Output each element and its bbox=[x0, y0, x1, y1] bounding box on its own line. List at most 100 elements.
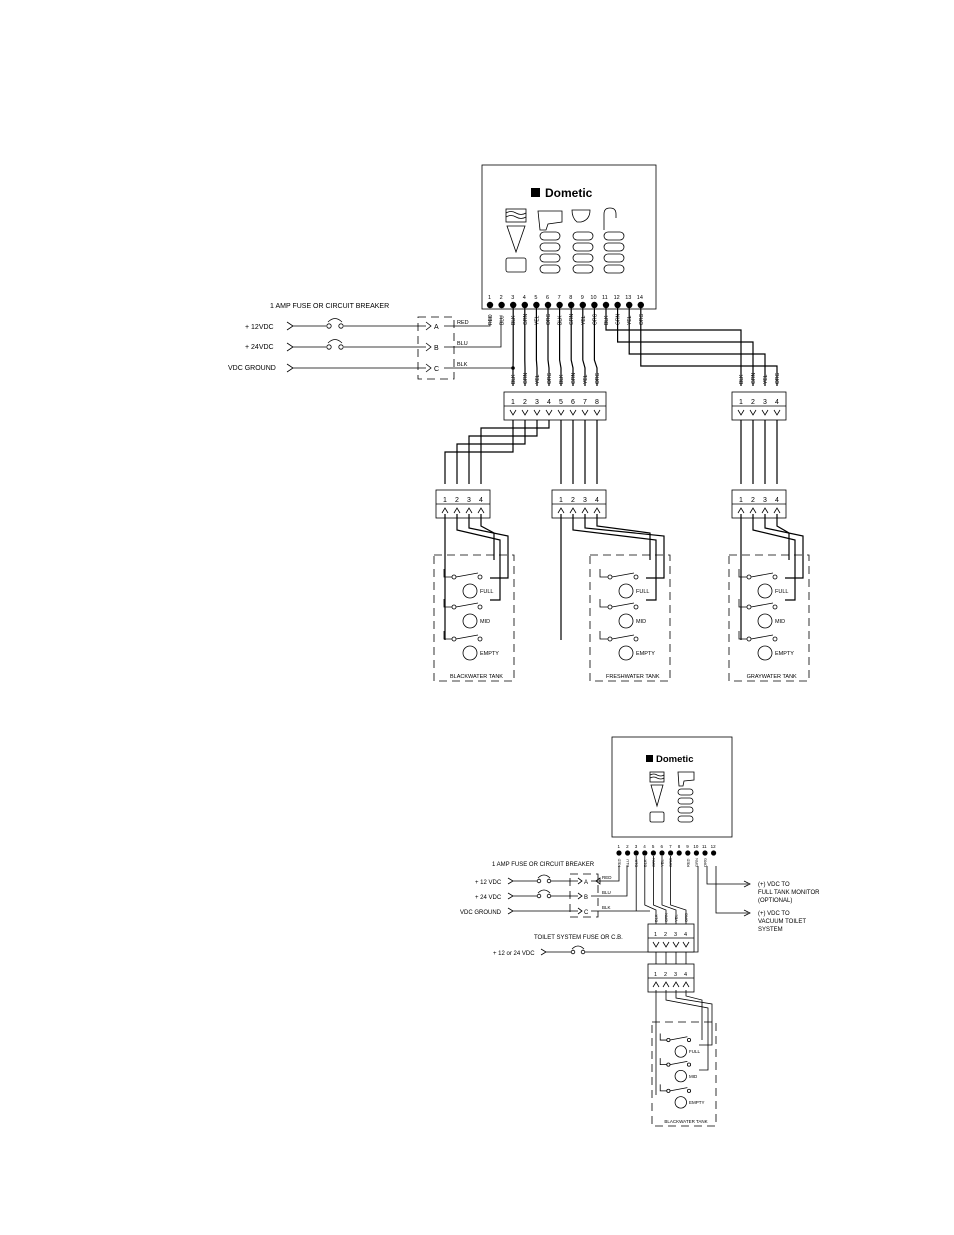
terminal-number: 3 bbox=[511, 295, 514, 301]
bottom-output-vacuum-line3: SYSTEM bbox=[758, 927, 783, 933]
bottom-input-a: A bbox=[584, 880, 588, 886]
top-supply-24v: + 24VDC bbox=[245, 344, 274, 351]
float-sensor bbox=[757, 645, 773, 661]
connector-wire-label: ORG bbox=[595, 373, 601, 385]
terminal-number: 12 bbox=[614, 295, 620, 301]
terminal-wire-label: RED bbox=[617, 858, 622, 867]
connector-main-8pin-pin: 7 bbox=[583, 399, 587, 406]
led bbox=[677, 815, 694, 823]
bottom-tank-box bbox=[651, 1021, 717, 1127]
terminal-number: 11 bbox=[702, 844, 707, 849]
connector-main-8pin-pin: 1 bbox=[511, 399, 515, 406]
bottom-connector-2-pin: 2 bbox=[664, 972, 667, 978]
faucet-icon bbox=[603, 207, 617, 230]
terminal-number: 6 bbox=[661, 844, 664, 849]
float-sensor bbox=[462, 583, 478, 599]
sensor-label-mid: MID bbox=[480, 619, 490, 625]
connector-gray-4pin-pin: 2 bbox=[751, 399, 755, 406]
terminal-screw bbox=[579, 301, 586, 309]
bottom-output-vacuum-line1: (+) VDC TO bbox=[758, 911, 790, 917]
terminal-number: 8 bbox=[678, 844, 681, 849]
top-brand-logo: Dometic bbox=[531, 186, 593, 200]
terminal-screw bbox=[616, 850, 622, 856]
terminal-wire-label: GRN bbox=[694, 858, 699, 867]
connector-tank-2-pin: 1 bbox=[559, 497, 563, 504]
bottom-toilet-icon bbox=[677, 771, 695, 787]
bottom-input-wire-blu: BLU bbox=[602, 890, 611, 895]
terminal-screw bbox=[591, 301, 598, 309]
svg-text:Dometic: Dometic bbox=[656, 754, 693, 765]
bottom-output-full-line1: (+) VDC TO bbox=[758, 882, 790, 888]
terminal-screw bbox=[625, 850, 631, 856]
top-input-wire-blk: BLK bbox=[457, 362, 468, 368]
connector-wire-label: ORG bbox=[684, 913, 689, 922]
terminal-wire-label: ORG bbox=[592, 314, 598, 326]
terminal-wire-label: BLK bbox=[604, 315, 610, 325]
terminal-screw bbox=[602, 301, 610, 309]
sink-icon bbox=[571, 209, 591, 223]
connector-tank-3-pin: 1 bbox=[739, 497, 743, 504]
connector-wire-label: YEL bbox=[535, 374, 541, 384]
tank-2-label: FRESHWATER TANK bbox=[606, 674, 660, 680]
connector-wire-label: BLK bbox=[559, 374, 565, 384]
terminal-screw bbox=[533, 301, 540, 309]
top-input-a: A bbox=[434, 324, 439, 331]
float-sensor bbox=[757, 613, 773, 629]
connector-wire-label: BLK bbox=[511, 374, 517, 384]
terminal-screw bbox=[626, 301, 633, 309]
bottom-input-b: B bbox=[584, 895, 588, 901]
sensor-label-full: FULL bbox=[775, 589, 788, 595]
terminal-screw bbox=[711, 850, 717, 856]
led bbox=[603, 242, 625, 252]
bottom-connector-1-pin: 1 bbox=[654, 932, 657, 938]
tank-3 bbox=[728, 554, 810, 682]
terminal-screw bbox=[637, 301, 644, 309]
terminal-screw bbox=[521, 301, 528, 309]
bottom-supply-lines: + 12 VDC + 24 VDC VDC GROUND A B C RED B… bbox=[460, 866, 650, 918]
terminal-wire-label: GRN bbox=[569, 314, 575, 326]
connector-main-8pin-pin: 3 bbox=[535, 399, 539, 406]
top-input-b: B bbox=[434, 345, 439, 352]
sensor-label-full: FULL bbox=[480, 589, 493, 595]
terminal-number: 3 bbox=[635, 844, 638, 849]
terminal-wire-label: ORG bbox=[703, 858, 708, 867]
terminal-number: 2 bbox=[500, 295, 503, 301]
connector-tank-1-pin: 4 bbox=[479, 497, 483, 504]
led bbox=[572, 231, 594, 241]
bottom-supply-ground: VDC GROUND bbox=[460, 910, 502, 916]
top-supply-12v: + 12VDC bbox=[245, 324, 274, 331]
bottom-tank-box-label: BLACKWATER TANK bbox=[664, 1119, 707, 1124]
connector-main-8pin-pin: 6 bbox=[571, 399, 575, 406]
bottom-connector-1-pin: 3 bbox=[674, 932, 677, 938]
tank-1-label: BLACKWATER TANK bbox=[450, 674, 503, 680]
top-input-c: C bbox=[434, 366, 439, 373]
led bbox=[603, 264, 625, 274]
terminal-wire-label: BLK bbox=[511, 315, 517, 325]
terminal-screw bbox=[693, 850, 700, 856]
bottom-outputs: (+) VDC TO FULL TANK MONITOR (OPTIONAL) … bbox=[706, 866, 820, 933]
led bbox=[677, 797, 694, 805]
tank-3-label: GRAYWATER TANK bbox=[747, 674, 797, 680]
top-input-wire-red: RED bbox=[457, 320, 469, 326]
led bbox=[677, 788, 694, 796]
bottom-fuse-label: 1 AMP FUSE OR CIRCUIT BREAKER bbox=[492, 862, 595, 868]
terminal-number: 10 bbox=[693, 844, 699, 849]
terminal-wire-label: ORG bbox=[639, 314, 645, 326]
terminal-screw bbox=[633, 850, 639, 856]
terminal-wire-label: ORG bbox=[546, 314, 552, 326]
sensor-label-mid: MID bbox=[689, 1074, 698, 1079]
terminal-wire-label: BLU bbox=[625, 859, 630, 867]
terminal-wire-label: BLK bbox=[558, 315, 564, 325]
terminal-number: 9 bbox=[581, 295, 584, 301]
terminal-number: 1 bbox=[488, 295, 491, 301]
float-sensor bbox=[618, 645, 634, 661]
float-sensor bbox=[757, 583, 773, 599]
connector-tank-3-pin: 2 bbox=[751, 497, 755, 504]
terminal-wire-label: GRN bbox=[616, 314, 622, 326]
bottom-blackwater-icon bbox=[649, 771, 665, 823]
toilet-fuse-label: TOILET SYSTEM FUSE OR C.B. bbox=[534, 935, 623, 941]
terminal-number: 4 bbox=[643, 844, 646, 849]
